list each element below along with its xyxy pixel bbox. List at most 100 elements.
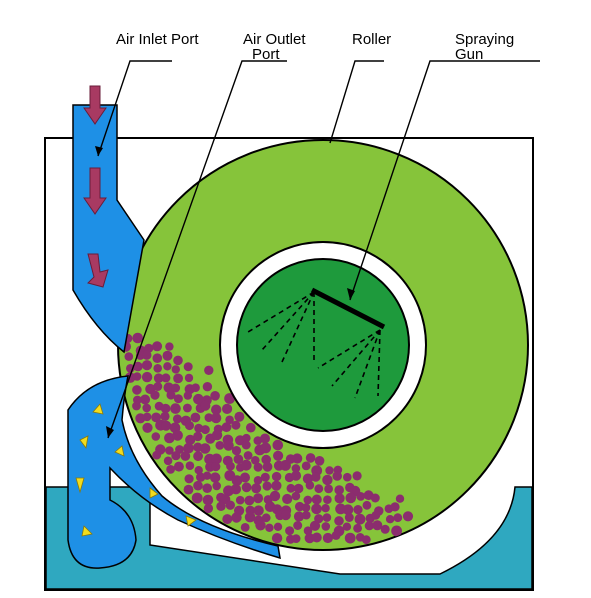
particle bbox=[211, 404, 222, 415]
particle bbox=[353, 523, 362, 533]
particle bbox=[141, 371, 153, 383]
arrowhead-icon bbox=[106, 426, 114, 438]
inlet-arrow-icon bbox=[83, 167, 107, 215]
particle bbox=[271, 480, 282, 491]
arrowhead-icon bbox=[347, 288, 355, 300]
particle bbox=[191, 383, 200, 393]
particle bbox=[231, 475, 243, 486]
particle bbox=[132, 401, 141, 411]
particle bbox=[160, 403, 171, 414]
particle bbox=[185, 434, 196, 445]
particle bbox=[132, 385, 142, 395]
particle bbox=[132, 332, 143, 344]
particle bbox=[334, 516, 344, 526]
particle bbox=[271, 471, 282, 482]
particle bbox=[152, 353, 163, 364]
leader-lines bbox=[97, 60, 540, 439]
particle bbox=[385, 515, 395, 524]
particle bbox=[280, 460, 291, 471]
particle bbox=[233, 454, 244, 465]
outlet-arrow-icon bbox=[75, 477, 85, 494]
particle bbox=[230, 484, 242, 495]
particle bbox=[211, 453, 222, 465]
particle bbox=[285, 526, 295, 536]
particle bbox=[292, 453, 303, 464]
particle bbox=[303, 526, 313, 535]
outlet-arrow-icon bbox=[114, 445, 125, 457]
particle bbox=[356, 492, 366, 501]
particle bbox=[344, 532, 356, 544]
particle bbox=[212, 481, 221, 491]
particle bbox=[235, 495, 245, 505]
particle-bed bbox=[120, 332, 414, 545]
particle bbox=[311, 472, 321, 482]
particle bbox=[141, 360, 153, 371]
particle bbox=[166, 390, 176, 400]
particle bbox=[225, 500, 235, 510]
particle bbox=[261, 513, 271, 523]
particle bbox=[272, 439, 284, 451]
particle bbox=[251, 483, 262, 494]
particle bbox=[361, 535, 371, 545]
particle bbox=[353, 505, 363, 515]
particle bbox=[210, 472, 221, 483]
air-inlet-duct bbox=[72, 104, 145, 354]
particle bbox=[226, 461, 235, 471]
particle bbox=[153, 382, 163, 391]
particle bbox=[261, 454, 272, 465]
particle bbox=[293, 521, 303, 530]
particle bbox=[160, 411, 170, 421]
particle bbox=[322, 532, 333, 544]
particle bbox=[371, 510, 381, 520]
particle bbox=[390, 502, 400, 512]
label-air-outlet-port: Air Outlet bbox=[243, 31, 306, 48]
particle bbox=[164, 432, 175, 444]
particle bbox=[345, 492, 357, 504]
particle bbox=[262, 481, 272, 491]
particle bbox=[223, 440, 234, 451]
particle bbox=[142, 403, 151, 413]
particle bbox=[234, 411, 245, 422]
outlet-arrow-icon bbox=[185, 515, 197, 527]
particle bbox=[165, 446, 174, 455]
particle bbox=[204, 365, 214, 375]
particle bbox=[132, 372, 142, 381]
particle bbox=[166, 465, 176, 474]
particle bbox=[260, 433, 270, 444]
particle bbox=[334, 485, 345, 495]
particle bbox=[225, 415, 234, 425]
particle bbox=[322, 474, 333, 486]
particle bbox=[395, 494, 405, 503]
particle bbox=[344, 513, 354, 522]
particle bbox=[325, 466, 334, 475]
particle bbox=[260, 472, 270, 482]
particle bbox=[221, 422, 232, 433]
particle bbox=[215, 441, 225, 450]
particle bbox=[251, 456, 260, 465]
particle bbox=[153, 373, 164, 384]
particle bbox=[391, 525, 402, 537]
particle bbox=[286, 483, 296, 493]
particle bbox=[314, 456, 325, 466]
particle bbox=[311, 494, 322, 505]
particle bbox=[165, 342, 174, 351]
particle bbox=[142, 422, 153, 433]
label-air-outlet-port-line2: Port bbox=[252, 46, 280, 63]
particle bbox=[231, 420, 241, 430]
label-roller: Roller bbox=[352, 31, 391, 48]
particle bbox=[262, 461, 273, 472]
particle bbox=[185, 421, 194, 431]
particle bbox=[193, 431, 203, 442]
particle bbox=[240, 459, 252, 471]
particle bbox=[202, 483, 212, 494]
particle bbox=[150, 390, 160, 400]
particle bbox=[161, 420, 172, 431]
particle bbox=[269, 490, 281, 502]
particle bbox=[282, 493, 293, 505]
liquid-bath bbox=[45, 486, 533, 590]
particle bbox=[184, 474, 194, 484]
particle bbox=[265, 523, 274, 532]
particle bbox=[172, 430, 183, 441]
particle bbox=[240, 523, 250, 532]
